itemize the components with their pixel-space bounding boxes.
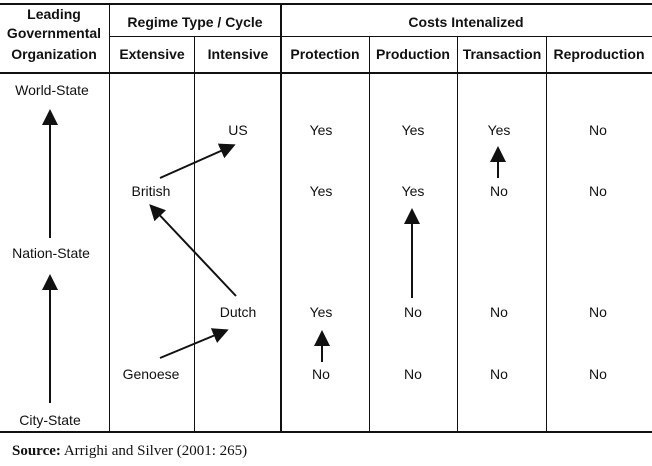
header-transaction: Transaction: [462, 46, 542, 62]
regime-us: US: [228, 122, 248, 138]
british-protection: Yes: [309, 183, 333, 199]
header-reproduction: Reproduction: [553, 46, 645, 62]
british-reproduction: No: [589, 183, 607, 199]
header-rule: [0, 72, 652, 74]
dutch-protection: Yes: [309, 304, 333, 320]
us-production: Yes: [401, 122, 425, 138]
header-extensive: Extensive: [119, 46, 185, 62]
us-reproduction: No: [589, 122, 607, 138]
british-production: Yes: [401, 183, 425, 199]
header-protection: Protection: [290, 46, 360, 62]
source-citation: Source: Arrighi and Silver (2001: 265): [12, 443, 247, 460]
dutch-production: No: [404, 304, 422, 320]
header-costs-group: Costs Intenalized: [408, 14, 524, 30]
regime-subheader-rule: [110, 36, 280, 37]
regime-british: British: [131, 183, 171, 199]
header-org-line2: Governmental: [6, 25, 102, 41]
header-production: Production: [376, 46, 450, 62]
costs-subheader-rule: [282, 36, 652, 37]
org-world-state: World-State: [15, 82, 89, 98]
genoese-protection: No: [312, 366, 330, 382]
bottom-rule: [0, 431, 652, 433]
divider-production-transaction: [457, 37, 458, 431]
divider-protection-production: [369, 37, 370, 431]
org-nation-state: Nation-State: [12, 245, 90, 261]
regime-dutch: Dutch: [219, 304, 257, 320]
arrow-genoese-to-dutch: [159, 328, 229, 359]
dutch-transaction: No: [490, 304, 508, 320]
org-city-state: City-State: [19, 412, 81, 428]
british-transaction: No: [490, 183, 508, 199]
divider-regime-costs: [280, 5, 282, 431]
arrow-british-to-us: [159, 143, 236, 179]
header-org-line1: Leading: [27, 6, 81, 22]
divider-org-regime: [109, 5, 110, 431]
header-regime-group: Regime Type / Cycle: [127, 14, 263, 30]
source-label: Source:: [12, 443, 61, 459]
dutch-reproduction: No: [589, 304, 607, 320]
header-org-line3: Organization: [11, 46, 97, 62]
arrow-dutch-to-british: [149, 204, 237, 297]
divider-transaction-reproduction: [546, 37, 547, 431]
genoese-transaction: No: [490, 366, 508, 382]
divider-extensive-intensive: [194, 37, 195, 431]
source-text: Arrighi and Silver (2001: 265): [63, 443, 248, 459]
genoese-production: No: [404, 366, 422, 382]
header-intensive: Intensive: [207, 46, 269, 62]
us-protection: Yes: [309, 122, 333, 138]
genoese-reproduction: No: [589, 366, 607, 382]
us-transaction: Yes: [487, 122, 511, 138]
top-rule: [0, 3, 652, 5]
regime-genoese: Genoese: [122, 366, 180, 382]
